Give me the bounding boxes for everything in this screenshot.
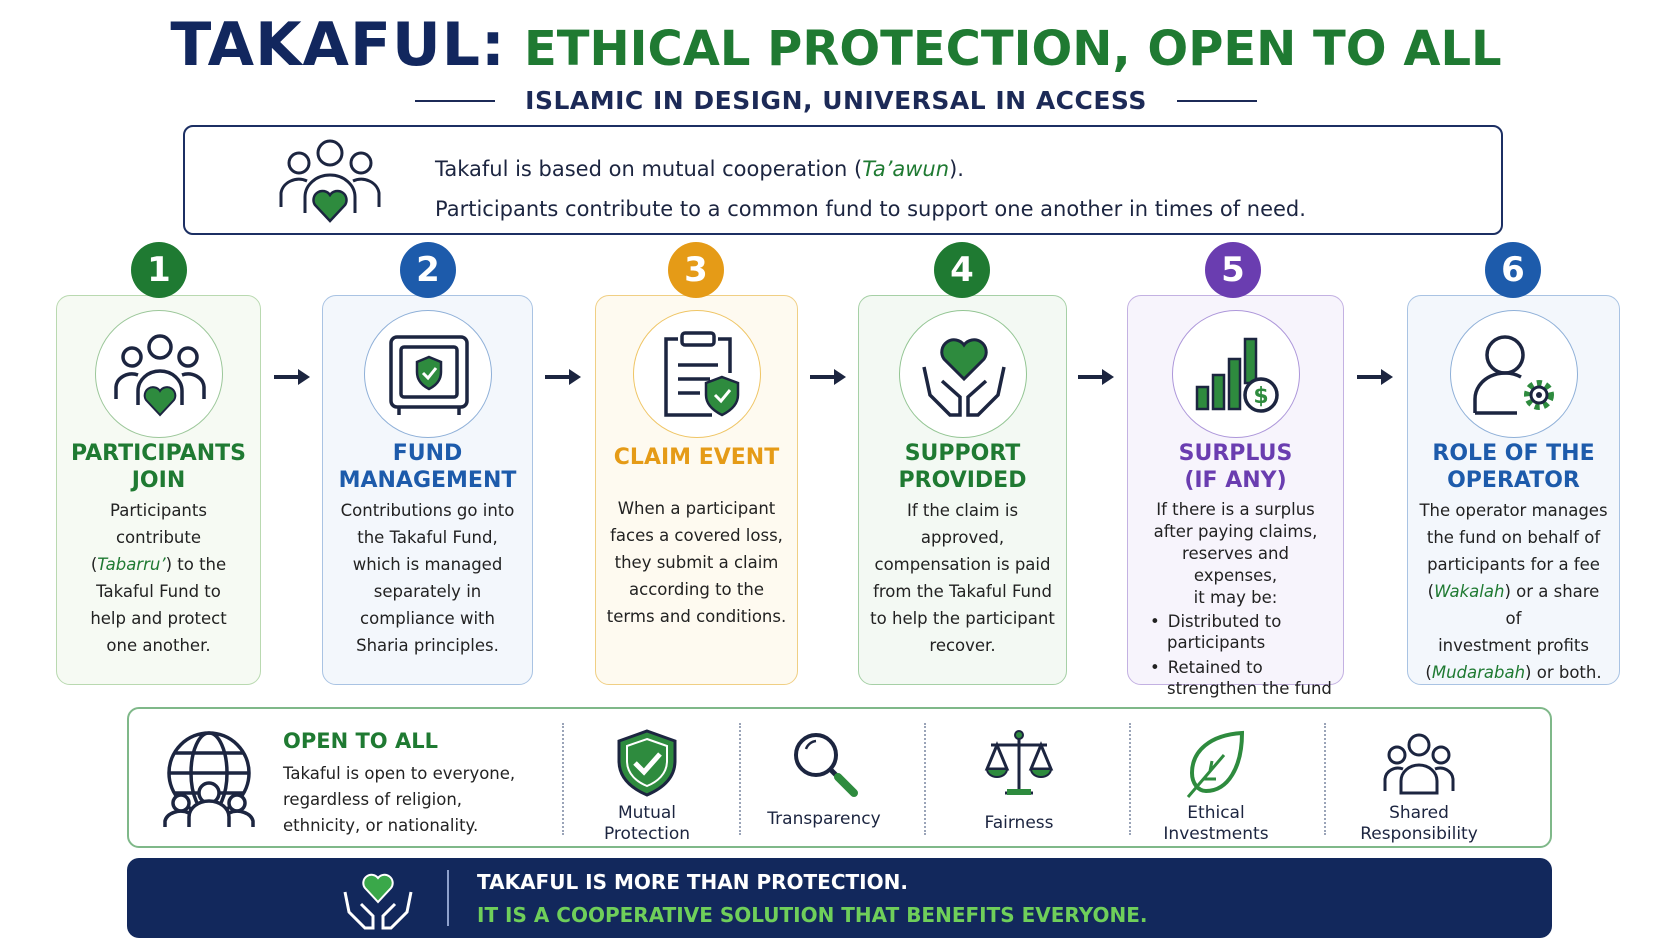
step-badge-2: 2 xyxy=(400,242,456,298)
arrow-right-icon xyxy=(1357,369,1393,385)
arrow-right-icon xyxy=(274,369,310,385)
globe-people-icon xyxy=(163,731,255,827)
step-title: SUPPORT PROVIDED xyxy=(898,441,1027,493)
subtitle: ISLAMIC IN DESIGN, UNIVERSAL IN ACCESS xyxy=(0,86,1672,115)
step-icon-circle xyxy=(632,310,761,438)
step-title: CLAIM EVENT xyxy=(613,445,780,470)
feature-fairness: Fairness xyxy=(934,727,1104,834)
intro-line-2: Participants contribute to a common fund… xyxy=(435,197,1306,221)
step-card-participants-join: PARTICIPANTS JOIN Participants contribut… xyxy=(56,295,261,685)
divider xyxy=(1324,723,1326,835)
shield-check-icon xyxy=(617,729,677,797)
divider xyxy=(739,723,741,835)
intro-box: Takaful is based on mutual cooperation (… xyxy=(183,125,1503,235)
step-description: Contributions go into the Takaful Fund, … xyxy=(340,501,515,655)
subtitle-text: ISLAMIC IN DESIGN, UNIVERSAL IN ACCESS xyxy=(525,86,1147,115)
title-main: TAKAFUL: xyxy=(170,10,506,80)
step-title: FUND MANAGEMENT xyxy=(338,441,517,493)
step-description: If there is a surplus after paying claim… xyxy=(1138,499,1333,703)
title-highlight: ETHICAL PROTECTION, OPEN TO ALL xyxy=(523,21,1502,77)
svg-text:$: $ xyxy=(1253,384,1268,409)
open-to-all-panel: OPEN TO ALL Takaful is open to everyone,… xyxy=(127,707,1552,848)
hands-heart-icon xyxy=(921,338,1006,417)
step-icon-circle: $ xyxy=(1171,310,1300,438)
step-icon-circle xyxy=(94,310,223,438)
step-badge-1: 1 xyxy=(131,242,187,298)
step-title: PARTICIPANTS JOIN xyxy=(70,441,246,493)
step-title: ROLE OF THE OPERATOR xyxy=(1432,441,1595,493)
step-card-fund-management: FUND MANAGEMENT Contributions go into th… xyxy=(322,295,533,685)
divider xyxy=(924,723,926,835)
footer-banner: TAKAFUL IS MORE THAN PROTECTION. IT IS A… xyxy=(127,858,1552,938)
step-description: The operator manages the fund on behalf … xyxy=(1419,501,1608,682)
step-badge-6: 6 xyxy=(1485,242,1541,298)
step-description: When a participant faces a covered loss,… xyxy=(606,499,787,626)
subtitle-rule-right xyxy=(1176,99,1257,102)
step-card-surplus: $ SURPLUS (IF ANY) If there is a surplus… xyxy=(1127,295,1344,698)
step-badge-4: 4 xyxy=(934,242,990,298)
step-badge-3: 3 xyxy=(668,242,724,298)
step-description: If the claim is approved, compensation i… xyxy=(870,501,1055,655)
growth-chart-dollar-icon: $ xyxy=(1195,337,1279,413)
intro-text: Takaful is based on mutual cooperation (… xyxy=(435,149,1306,229)
group-icon xyxy=(1383,733,1455,795)
arrow-right-icon xyxy=(1078,369,1114,385)
divider xyxy=(562,723,564,835)
step-card-role-of-operator: ROLE OF THE OPERATOR The operator manage… xyxy=(1407,295,1620,685)
step-icon-circle xyxy=(1449,310,1578,438)
step-title: SURPLUS (IF ANY) xyxy=(1178,441,1293,493)
intro-line-1: Takaful is based on mutual cooperation (… xyxy=(435,157,964,181)
step-card-claim-event: CLAIM EVENT When a participant faces a c… xyxy=(595,295,798,685)
step-icon-circle xyxy=(898,310,1027,438)
feature-transparency: Transparency xyxy=(739,727,909,830)
page-title: TAKAFUL: ETHICAL PROTECTION, OPEN TO ALL xyxy=(0,10,1672,80)
arrow-right-icon xyxy=(810,369,846,385)
footer-line-2: IT IS A COOPERATIVE SOLUTION THAT BENEFI… xyxy=(477,903,1148,927)
open-to-all-title: OPEN TO ALL xyxy=(283,729,438,753)
step-card-support-provided: SUPPORT PROVIDED If the claim is approve… xyxy=(858,295,1067,685)
arrow-right-icon xyxy=(545,369,581,385)
magnifier-icon xyxy=(794,733,858,797)
subtitle-rule-left xyxy=(415,99,496,102)
hands-heart-icon xyxy=(343,873,413,930)
divider xyxy=(1129,723,1131,835)
step-description: Participants contribute (Tabarru’) to th… xyxy=(90,501,227,655)
safe-shield-icon xyxy=(388,335,469,415)
open-to-all-text: Takaful is open to everyone, regardless … xyxy=(283,764,516,835)
person-gear-icon xyxy=(1472,335,1554,415)
footer-divider xyxy=(447,870,449,926)
people-heart-icon xyxy=(113,334,206,417)
footer-line-1: TAKAFUL IS MORE THAN PROTECTION. xyxy=(477,870,908,894)
step-icon-circle xyxy=(363,310,492,438)
people-heart-icon xyxy=(279,139,381,223)
step-badge-5: 5 xyxy=(1205,242,1261,298)
clipboard-shield-icon xyxy=(663,331,739,417)
leaf-icon xyxy=(1186,730,1245,798)
scales-icon xyxy=(984,730,1054,795)
